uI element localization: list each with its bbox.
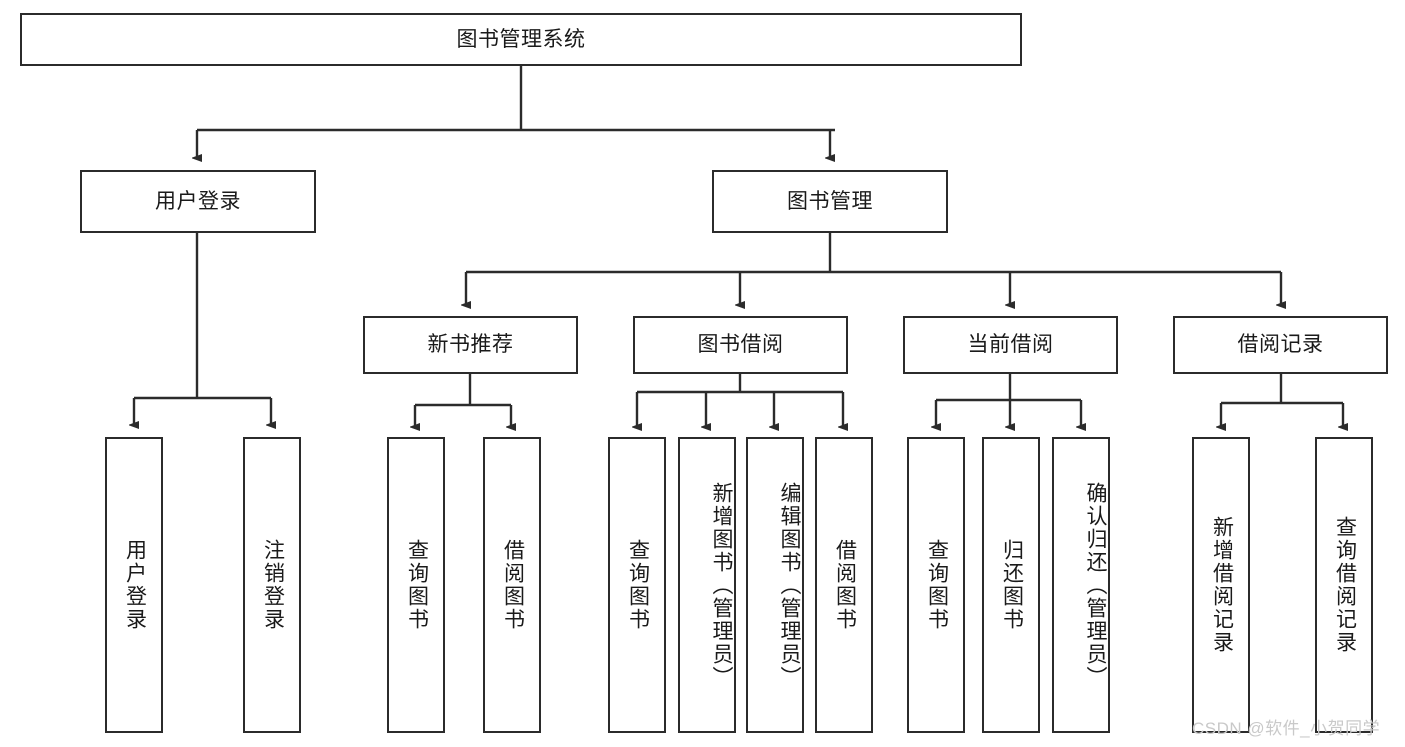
node-user-login[interactable]: 用户登录 (80, 170, 316, 233)
leaf-add-book-admin[interactable]: 新增图书（管理员） (678, 437, 736, 733)
leaf-query-book-borrow[interactable]: 查询图书 (608, 437, 666, 733)
node-book-management[interactable]: 图书管理 (712, 170, 948, 233)
leaf-edit-book-admin[interactable]: 编辑图书（管理员） (746, 437, 804, 733)
leaf-add-borrow-record[interactable]: 新增借阅记录 (1192, 437, 1250, 733)
leaf-query-borrow-record[interactable]: 查询借阅记录 (1315, 437, 1373, 733)
leaf-query-book-current[interactable]: 查询图书 (907, 437, 965, 733)
node-book-borrow[interactable]: 图书借阅 (633, 316, 848, 374)
leaf-borrow-book[interactable]: 借阅图书 (815, 437, 873, 733)
node-current-borrow[interactable]: 当前借阅 (903, 316, 1118, 374)
leaf-query-book-recommend[interactable]: 查询图书 (387, 437, 445, 733)
csdn-watermark: CSDN @软件_小贺同学 (1192, 719, 1381, 738)
node-root-system[interactable]: 图书管理系统 (20, 13, 1022, 66)
leaf-confirm-return-admin[interactable]: 确认归还（管理员） (1052, 437, 1110, 733)
leaf-user-login[interactable]: 用户登录 (105, 437, 163, 733)
node-new-book-recommend[interactable]: 新书推荐 (363, 316, 578, 374)
leaf-return-book[interactable]: 归还图书 (982, 437, 1040, 733)
leaf-borrow-book-recommend[interactable]: 借阅图书 (483, 437, 541, 733)
leaf-logout[interactable]: 注销登录 (243, 437, 301, 733)
node-borrow-record[interactable]: 借阅记录 (1173, 316, 1388, 374)
